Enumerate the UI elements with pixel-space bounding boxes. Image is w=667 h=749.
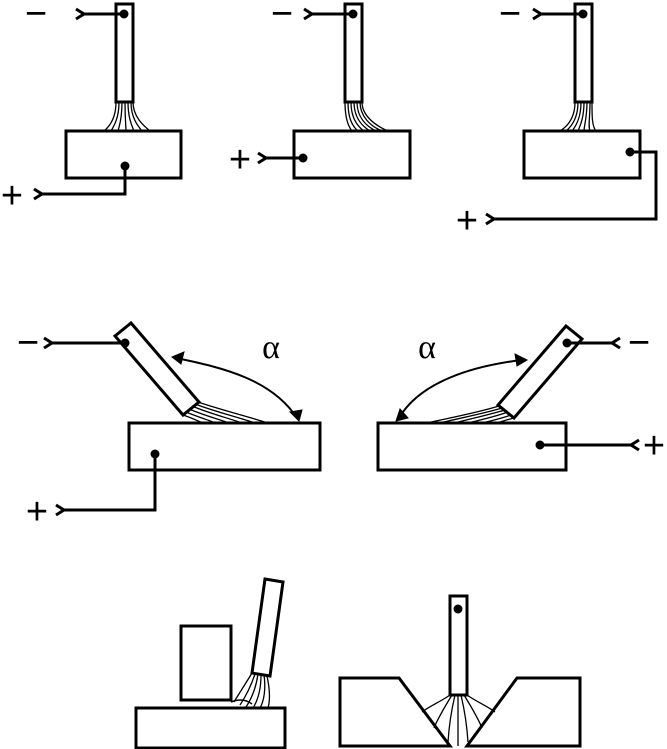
- base-plate: [134, 706, 287, 749]
- right-plate: [464, 676, 582, 748]
- electrode: [114, 2, 135, 104]
- electrode-terminal: [578, 9, 588, 19]
- electrode-terminal: [119, 9, 129, 19]
- arc-fan: [233, 672, 271, 709]
- panel-vertical-electrode-2: [257, 2, 412, 180]
- arc-fan: [103, 101, 151, 132]
- arc-fan: [182, 401, 269, 424]
- plus-sign: +: [229, 139, 251, 181]
- electrode-terminal: [348, 9, 358, 19]
- arc-fan: [559, 101, 597, 132]
- workpiece: [292, 129, 412, 180]
- panel-v-groove-joint: [338, 594, 582, 748]
- panel-vertical-electrode-3: [485, 2, 658, 226]
- minus-sign: −: [271, 0, 293, 35]
- arc-fan: [425, 405, 515, 424]
- panel-vertical-electrode-1: [33, 2, 183, 201]
- minus-sign: −: [628, 322, 650, 364]
- workpiece: [522, 129, 642, 180]
- workpiece-terminal: [298, 153, 308, 163]
- plus-sign: +: [643, 425, 665, 467]
- plus-sign: +: [26, 491, 48, 533]
- positive-lead: [62, 454, 157, 512]
- electrode-terminal: [453, 604, 463, 614]
- electrode: [343, 2, 364, 104]
- angle-arc: [175, 357, 298, 419]
- plus-sign: +: [456, 200, 478, 242]
- arc-fan: [344, 101, 389, 132]
- panel-fillet-joint: [134, 577, 287, 749]
- minus-sign: −: [25, 0, 47, 35]
- electrode: [112, 320, 202, 418]
- panel-angled-electrode-left: [43, 320, 322, 517]
- minus-sign: −: [499, 0, 521, 35]
- electrode-terminal: [120, 338, 130, 348]
- workpiece-terminal: [120, 161, 130, 171]
- left-plate: [338, 676, 453, 748]
- workpiece: [127, 421, 322, 472]
- panel-angled-electrode-right: [376, 323, 640, 472]
- arc-fan: [421, 694, 496, 746]
- electrode: [250, 577, 285, 678]
- workpiece-terminal: [625, 147, 635, 157]
- vertical-plate: [179, 624, 233, 702]
- electrode: [573, 2, 594, 104]
- positive-lead: [40, 168, 127, 196]
- workpiece-terminal: [150, 449, 160, 459]
- positive-lead: [492, 150, 658, 221]
- minus-sign: −: [17, 322, 39, 364]
- plus-sign: +: [1, 175, 23, 217]
- angle-alpha-label: α: [418, 329, 436, 366]
- angle-alpha-label: α: [262, 329, 280, 366]
- angle-arc: [398, 359, 523, 419]
- electrode-terminal: [562, 338, 572, 348]
- workpiece-terminal: [535, 440, 545, 450]
